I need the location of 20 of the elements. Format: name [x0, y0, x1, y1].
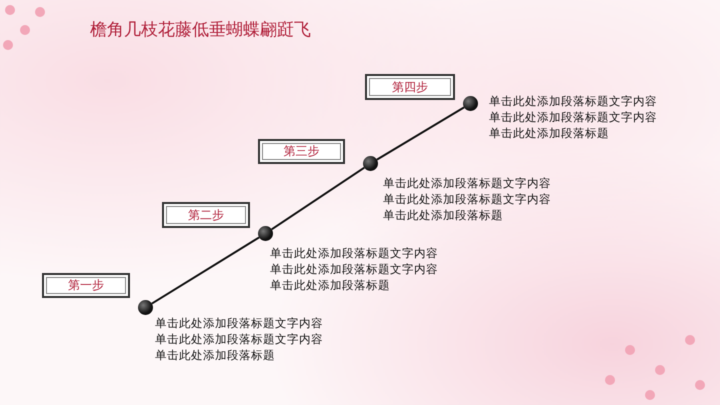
description-text: 单击此处添加段落标题文字内容 [489, 109, 657, 125]
description-text: 单击此处添加段落标题文字内容 [489, 93, 657, 109]
step-box: 第一步 [42, 273, 130, 298]
description-text: 单击此处添加段落标题文字内容 [383, 191, 551, 207]
description-text: 单击此处添加段落标题文字内容 [383, 175, 551, 191]
title: 檐角几枝花藤低垂蝴蝶翩跹飞 [90, 19, 311, 41]
description-text: 单击此处添加段落标题文字内容 [270, 245, 438, 261]
description-text: 单击此处添加段落标题 [489, 125, 610, 141]
description-text: 单击此处添加段落标题文字内容 [270, 261, 438, 277]
description-text: 单击此处添加段落标题 [270, 277, 391, 293]
description-text: 单击此处添加段落标题文字内容 [155, 315, 323, 331]
connector-line [151, 236, 260, 304]
step-box: 第三步 [258, 139, 345, 164]
step-box: 第四步 [365, 74, 455, 100]
step-box: 第二步 [162, 202, 250, 228]
description-text: 单击此处添加段落标题 [383, 207, 504, 223]
description-text: 单击此处添加段落标题 [155, 347, 276, 363]
connector-line [271, 166, 365, 230]
description-text: 单击此处添加段落标题文字内容 [155, 331, 323, 347]
connector-line [376, 106, 465, 160]
